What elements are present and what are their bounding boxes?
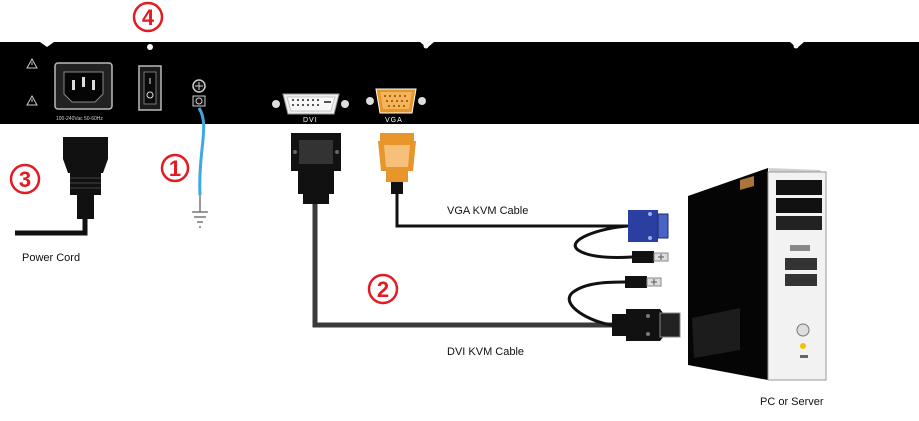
dvi-port (272, 93, 349, 115)
ac-power-inlet (54, 62, 113, 110)
svg-text:2: 2 (377, 277, 389, 302)
ground-terminal (192, 79, 206, 107)
callout-ground: 1 (160, 153, 190, 183)
vga-kvm-cable (378, 133, 669, 263)
callout-power-cord: 3 (9, 163, 41, 195)
warning-icon (26, 94, 38, 106)
pc-tower (688, 168, 827, 381)
vga-cable-label: VGA KVM Cable (447, 205, 528, 217)
svg-text:1: 1 (169, 156, 181, 181)
vga-port (366, 88, 426, 114)
warning-icon (26, 57, 38, 69)
vga-port-label: VGA (385, 117, 403, 124)
ground-wire (197, 107, 206, 212)
dvi-kvm-cable (291, 133, 681, 341)
callout-kvm-cable: 2 (367, 273, 399, 305)
svg-text:3: 3 (19, 167, 31, 192)
dvi-port-label: DVI (303, 117, 318, 124)
svg-text:4: 4 (142, 5, 155, 30)
power-cord-label: Power Cord (22, 252, 80, 264)
earth-ground-icon (192, 211, 208, 228)
dvi-cable-label: DVI KVM Cable (447, 346, 524, 358)
power-cord-plug (15, 137, 108, 236)
callout-power-switch: 4 (132, 1, 164, 33)
power-rating-label: 100-240Vac 50-60Hz (56, 116, 103, 122)
pc-server-label: PC or Server (760, 396, 824, 408)
power-switch (138, 65, 162, 111)
rear-panel (0, 42, 919, 124)
